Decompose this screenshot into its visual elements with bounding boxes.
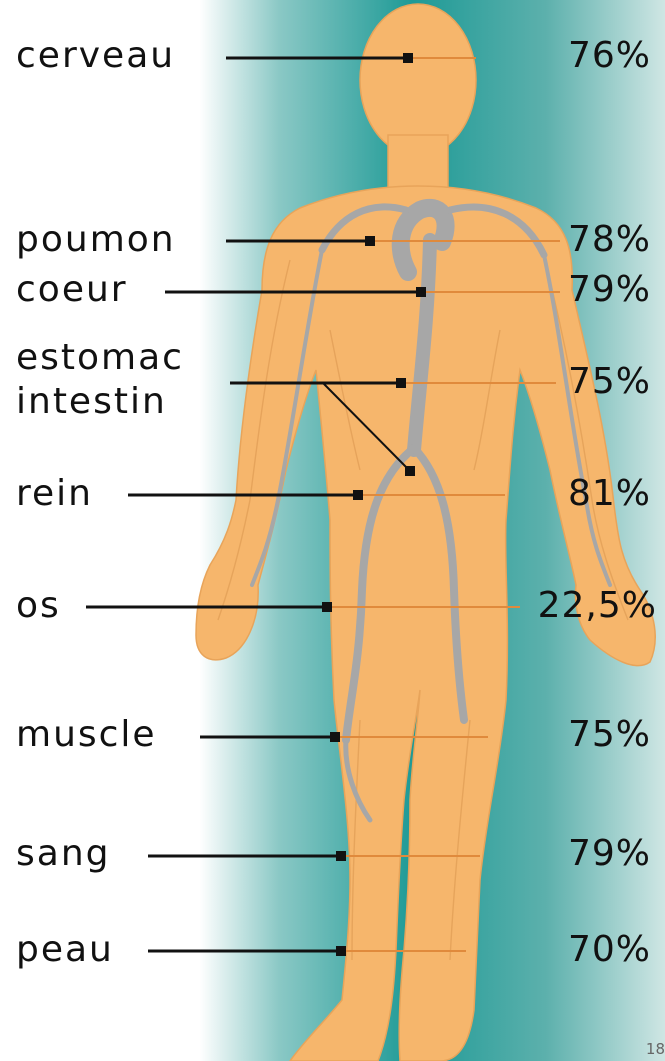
marker-estomac [396, 378, 406, 388]
marker-muscle [330, 732, 340, 742]
marker-os [322, 602, 332, 612]
value-muscle: 75% [568, 713, 651, 757]
label-coeur: coeur [16, 268, 128, 312]
value-cerveau: 76% [568, 34, 651, 78]
value-rein: 81% [568, 472, 651, 516]
value-peau: 70% [568, 928, 651, 972]
value-sang: 79% [568, 832, 651, 876]
page-number: 18 [646, 1040, 665, 1058]
value-poumon: 78% [568, 218, 651, 262]
marker-peau [336, 946, 346, 956]
label-cerveau: cerveau [16, 34, 175, 78]
value-os: 22,5% [538, 584, 657, 628]
label-sang: sang [16, 832, 110, 876]
label-estomac-intestin: estomac intestin [16, 336, 216, 424]
label-rein: rein [16, 472, 93, 516]
value-estomac-intestin: 75% [568, 360, 651, 404]
value-coeur: 79% [568, 268, 651, 312]
label-os: os [16, 584, 61, 628]
marker-sang [336, 851, 346, 861]
label-peau: peau [16, 928, 114, 972]
marker-coeur [416, 287, 426, 297]
label-muscle: muscle [16, 713, 157, 757]
marker-intestin [405, 466, 415, 476]
marker-rein [353, 490, 363, 500]
label-poumon: poumon [16, 218, 176, 262]
marker-cerveau [403, 53, 413, 63]
marker-poumon [365, 236, 375, 246]
